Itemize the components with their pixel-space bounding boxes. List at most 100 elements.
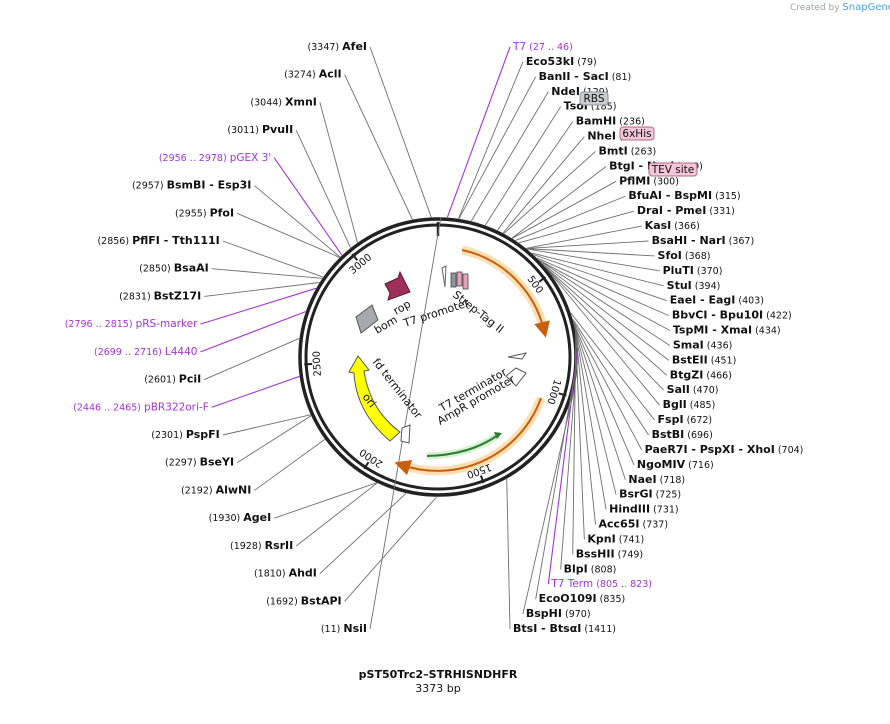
restriction-site-label: BstBI (696)	[652, 428, 713, 441]
restriction-site-label: BtsI - BtsαI (1411)	[513, 622, 616, 635]
site-leader-line	[369, 216, 442, 630]
restriction-site-label: (2601) PciI	[144, 373, 201, 386]
label-name: AlwNI	[216, 483, 252, 496]
ampr-promoter-arrow	[426, 434, 499, 457]
label-name: BssHII	[576, 547, 615, 560]
label-name: SfoI	[658, 249, 682, 262]
label-position: (263)	[628, 146, 657, 157]
label-name: BamHI	[576, 115, 617, 128]
label-position: (2301)	[151, 430, 186, 441]
restriction-site-label: StuI (394)	[667, 279, 721, 292]
feature-leader-line	[200, 311, 306, 353]
site-leader-line	[574, 329, 596, 525]
boxed-label-tev: TEV site	[648, 162, 698, 177]
site-leader-line	[535, 354, 579, 600]
label-position: (716)	[685, 460, 714, 471]
label-position: (331)	[706, 206, 735, 217]
label-name: KpnI	[587, 532, 615, 545]
restriction-site-label: KasI (366)	[645, 219, 700, 232]
label-position: (2601)	[144, 375, 179, 386]
label-name: SmaI	[673, 338, 704, 351]
site-leader-line	[236, 212, 340, 258]
label-name: BtsI - BtsαI	[513, 622, 581, 635]
label-name: EaeI - EagI	[670, 294, 736, 307]
label-position: (315)	[712, 191, 741, 202]
label-name: pBR322ori-F	[144, 401, 209, 413]
site-leader-line	[572, 318, 649, 436]
ampr-promoter-arrowhead	[494, 432, 502, 439]
restriction-site-label: (1928) RsrII	[230, 539, 293, 552]
restriction-site-label: PaeR7I - PspXI - XhoI (704)	[645, 443, 804, 456]
label-name: TspMI - XmaI	[673, 324, 752, 337]
label-position: (1692)	[266, 596, 301, 607]
scale-tick-label: 1000	[544, 378, 562, 406]
label-position: (436)	[704, 340, 733, 351]
label-name: NaeI	[628, 473, 656, 486]
label-name: PflFI - Tth111I	[132, 234, 220, 247]
label-position: (805 .. 823)	[593, 579, 652, 590]
site-leader-line	[536, 257, 670, 317]
backbone-inner-ring	[304, 223, 572, 491]
label-name: FspI	[658, 413, 684, 426]
site-leader-line	[502, 136, 585, 234]
label-name: pRS-marker	[136, 318, 199, 330]
restriction-site-label: (3011) PvuII	[227, 123, 293, 136]
label-position: (1930)	[209, 513, 244, 524]
leader-lines	[200, 46, 671, 630]
backbone-outer-ring	[298, 217, 578, 497]
restriction-site-label: SmaI (436)	[673, 338, 732, 351]
label-name: pGEX 3'	[230, 152, 272, 164]
site-leader-line	[570, 312, 655, 421]
lacI-terminator-glyph	[505, 367, 527, 387]
site-leader-line	[458, 61, 524, 219]
label-position: (370)	[694, 266, 723, 277]
site-leader-line	[539, 259, 671, 331]
restriction-site-label: BstEII (451)	[672, 353, 736, 366]
site-leader-line	[515, 195, 626, 241]
site-leader-line	[526, 248, 655, 257]
label-name: BsaAI	[174, 262, 209, 275]
site-leader-line	[526, 225, 642, 249]
label-position: (970)	[562, 609, 591, 620]
site-leader-line	[522, 389, 575, 615]
label-position: (185)	[588, 102, 617, 113]
site-leader-line	[572, 320, 643, 451]
label-name: BbvCI - Bpu10I	[672, 309, 763, 322]
svg-text:RBS: RBS	[584, 93, 605, 105]
label-position: (741)	[616, 534, 645, 545]
restriction-site-label: (3274) AclI	[284, 68, 342, 81]
restriction-site-label: KpnI (741)	[587, 532, 644, 545]
ori-arrow	[348, 355, 401, 442]
label-position: (2796 .. 2815)	[65, 319, 136, 330]
site-leader-line	[274, 482, 377, 519]
site-leader-line	[531, 252, 664, 287]
restriction-site-label: (3044) XmnI	[250, 95, 316, 108]
label-position: (704)	[775, 445, 804, 456]
label-position: (367)	[726, 236, 755, 247]
label-position: (368)	[682, 251, 711, 262]
label-position: (11)	[321, 624, 344, 635]
feature-label: T7 (27 .. 46)	[512, 41, 573, 53]
scale-tick	[351, 253, 359, 261]
restriction-site-label: (1930) AgeI	[209, 511, 272, 524]
label-position: (737)	[639, 520, 668, 531]
lac-operator-glyph	[441, 265, 447, 288]
label-name: BglI	[663, 398, 687, 411]
label-name: Acc65I	[599, 518, 640, 531]
label-name: PciI	[179, 373, 201, 386]
site-leader-line	[369, 46, 432, 218]
label-name: PfoI	[210, 206, 235, 219]
site-leader-line	[518, 210, 635, 244]
restriction-site-label: BamHI (236)	[576, 115, 645, 128]
site-leader-line	[533, 254, 667, 302]
feature-leader-line	[446, 46, 511, 218]
feature-label: (2699 .. 2716) L4440	[94, 346, 197, 358]
restriction-site-label: (1810) AhdI	[254, 567, 317, 580]
label-name: BspHI	[526, 607, 562, 620]
site-leader-line	[319, 102, 358, 243]
restriction-site-label: PluTI (370)	[663, 264, 723, 277]
snapgene-logo: SnapGene	[842, 2, 890, 13]
site-leader-line	[506, 478, 511, 630]
label-position: (725)	[653, 490, 682, 501]
svg-text:TEV site: TEV site	[651, 164, 695, 176]
